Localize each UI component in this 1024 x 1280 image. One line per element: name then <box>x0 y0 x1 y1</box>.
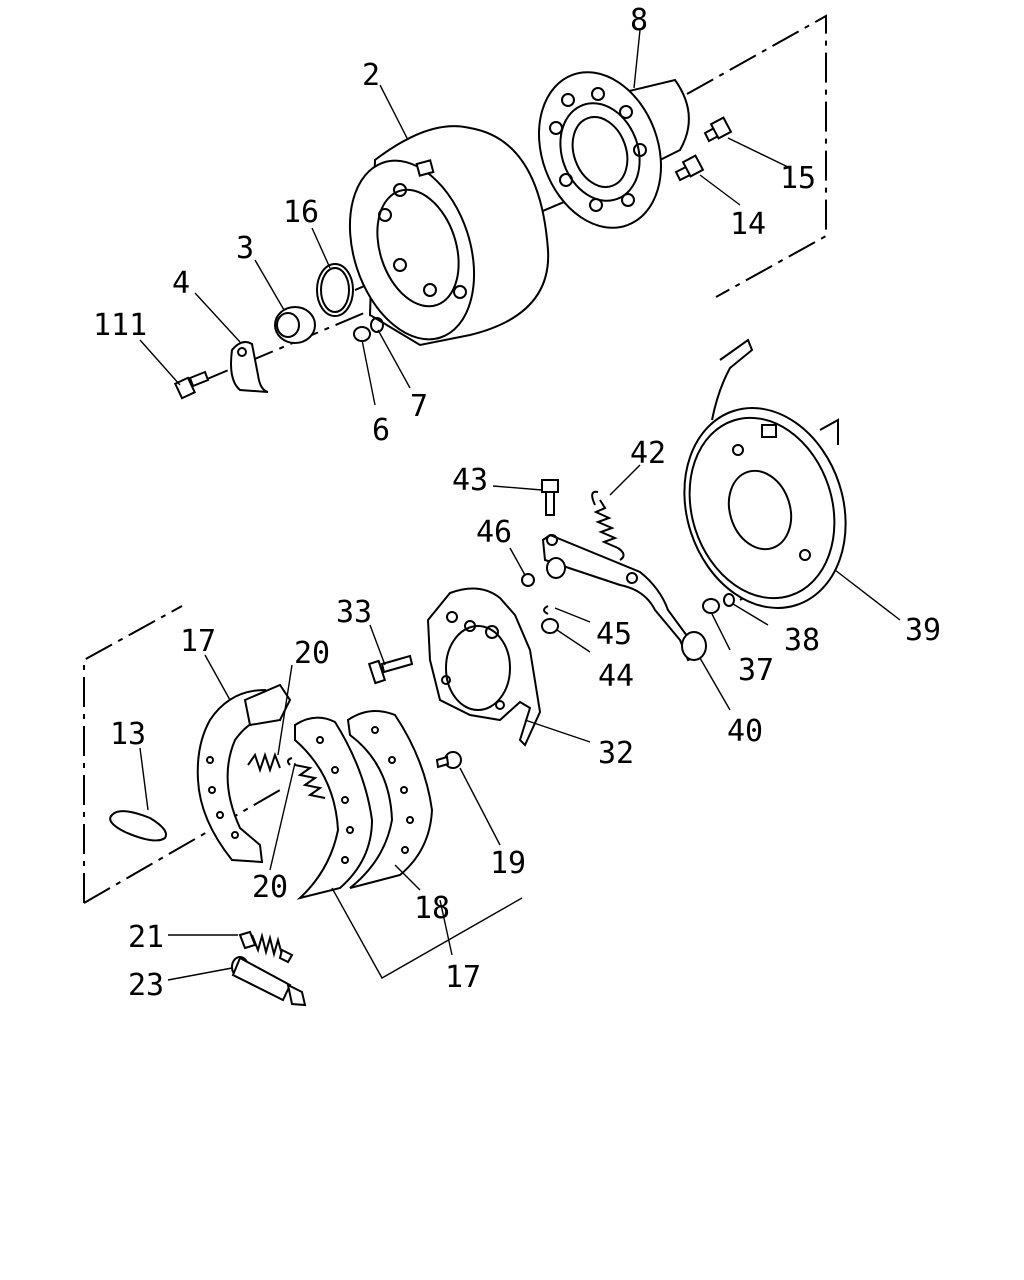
spring-part-42 <box>591 490 625 561</box>
shoe-part-18-back <box>346 710 434 889</box>
label-part-20-a: 20 <box>294 636 330 671</box>
upper-group-bracket <box>686 14 827 298</box>
bracket-part-32 <box>426 587 542 747</box>
label-part-42: 42 <box>630 436 666 471</box>
label-part-111: 111 <box>93 308 147 343</box>
washer-part-38 <box>723 593 735 607</box>
nut-part-3 <box>274 306 316 344</box>
rivet-part-19 <box>435 751 462 769</box>
label-part-19: 19 <box>490 846 526 881</box>
label-part-40: 40 <box>727 714 763 749</box>
plate-part-13 <box>109 810 167 842</box>
label-part-3: 3 <box>236 231 254 266</box>
shoe-part-18-front <box>294 716 374 900</box>
adjuster-part-23 <box>231 956 307 1007</box>
label-part-8: 8 <box>630 3 648 38</box>
drum-part-2 <box>348 125 550 347</box>
label-part-13: 13 <box>110 717 146 752</box>
nut-part-37 <box>702 598 720 614</box>
label-part-32: 32 <box>598 736 634 771</box>
label-part-20-b: 20 <box>252 870 288 905</box>
washer-part-7 <box>370 317 384 333</box>
bolt-part-15 <box>703 116 733 143</box>
backplate-part-39 <box>683 338 847 609</box>
label-part-44: 44 <box>598 659 634 694</box>
spring-part-20-upper <box>247 751 281 774</box>
nut-part-44 <box>541 618 559 634</box>
spring-part-20-lower <box>286 757 326 799</box>
label-part-7: 7 <box>410 389 428 424</box>
washer-part-46 <box>521 573 535 587</box>
label-part-6: 6 <box>372 413 390 448</box>
label-part-37: 37 <box>738 653 774 688</box>
label-part-16: 16 <box>283 195 319 230</box>
bolt-part-111 <box>173 370 210 400</box>
hub-part-8 <box>538 71 690 229</box>
bolt-part-14 <box>674 154 705 182</box>
label-part-38: 38 <box>784 623 820 658</box>
label-part-17-a: 17 <box>180 624 216 659</box>
shoe-part-17-left <box>196 683 292 864</box>
label-part-39: 39 <box>905 613 941 648</box>
lower-group-bracket <box>83 605 281 904</box>
label-part-33: 33 <box>336 595 372 630</box>
label-part-43: 43 <box>452 463 488 498</box>
label-part-21: 21 <box>128 920 164 955</box>
part-labels: 8 2 15 14 16 3 4 111 7 6 42 43 46 33 45 … <box>93 3 941 1003</box>
plate-part-4 <box>230 341 269 393</box>
label-part-45: 45 <box>596 617 632 652</box>
oring-part-16 <box>316 263 354 317</box>
label-part-23: 23 <box>128 968 164 1003</box>
bolt-part-43 <box>541 479 559 516</box>
label-part-15: 15 <box>780 161 816 196</box>
clip-part-45 <box>543 605 549 615</box>
adjuster-part-21 <box>238 930 294 964</box>
label-part-14: 14 <box>730 207 766 242</box>
label-part-2: 2 <box>362 58 380 93</box>
nut-part-6 <box>353 326 371 342</box>
lever-part-40 <box>541 533 707 662</box>
label-part-46: 46 <box>476 515 512 550</box>
label-part-18: 18 <box>414 891 450 926</box>
bolt-part-33 <box>367 654 414 685</box>
leader-lines <box>139 29 901 981</box>
label-part-4: 4 <box>172 266 190 301</box>
label-part-17-b: 17 <box>445 960 481 995</box>
